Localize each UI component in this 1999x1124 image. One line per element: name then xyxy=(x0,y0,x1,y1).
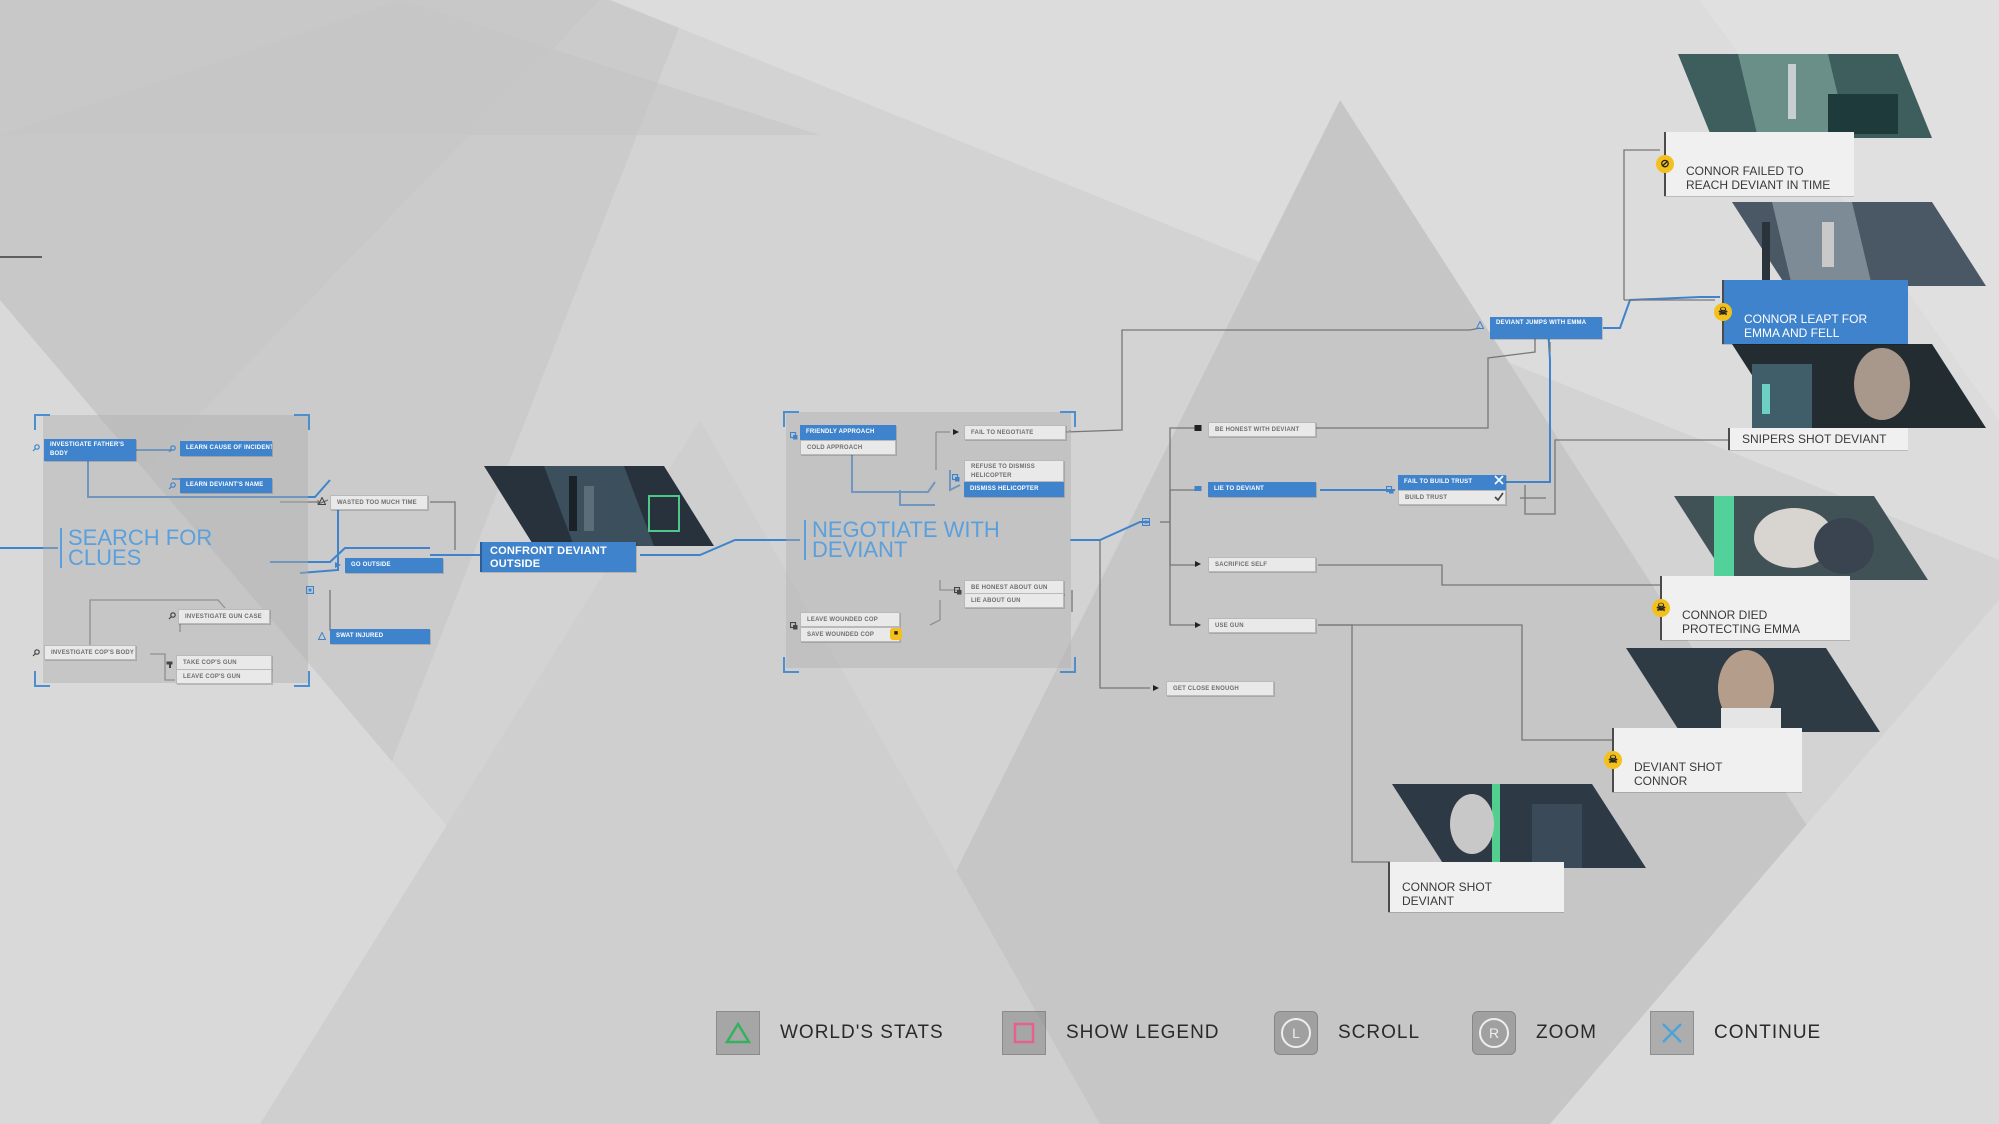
right-stick-icon: R xyxy=(1472,1011,1516,1055)
ending-connor-died[interactable]: ☠ CONNOR DIED PROTECTING EMMA xyxy=(1652,576,1850,640)
ending-deviant-shot-connor[interactable]: ☠ DEVIANT SHOT CONNOR xyxy=(1604,728,1802,792)
node-learn-deviants-name[interactable]: LEARN DEVIANT'S NAME xyxy=(180,478,272,493)
node-save-wounded-cop[interactable]: SAVE WOUNDED COP xyxy=(800,627,900,642)
skull-icon: ☠ xyxy=(1652,599,1670,617)
node-learn-cause-of-incident[interactable]: LEARN CAUSE OF INCIDENT xyxy=(180,441,272,456)
speech-icon xyxy=(1194,486,1202,491)
left-edge-marker xyxy=(0,256,42,258)
square-node-icon xyxy=(1386,486,1394,494)
thumbnail-connor-leapt xyxy=(1732,202,1986,286)
cross-button-icon xyxy=(1650,1011,1694,1055)
gun-icon xyxy=(166,661,173,668)
check-icon xyxy=(1494,492,1504,502)
bracket xyxy=(34,414,50,430)
cop-icon xyxy=(790,622,798,630)
node-confront-deviant-outside[interactable]: CONFRONT DEVIANT OUTSIDE xyxy=(480,542,636,572)
left-stick-icon: L xyxy=(1274,1011,1318,1055)
node-fail-to-negotiate[interactable]: FAIL TO NEGOTIATE xyxy=(964,425,1066,440)
prompt-zoom[interactable]: R ZOOM xyxy=(1472,1008,1597,1058)
lock-icon: ■ xyxy=(890,628,902,640)
thumbnail-deviant-shot-connor xyxy=(1626,648,1880,732)
bracket xyxy=(294,671,310,687)
thumbnail-connor-failed xyxy=(1678,54,1932,138)
square-node-icon xyxy=(1194,425,1202,431)
ending-connor-leapt[interactable]: ☠ CONNOR LEAPT FOR EMMA AND FELL xyxy=(1714,280,1908,344)
node-investigate-fathers-body[interactable]: INVESTIGATE FATHER'S BODY xyxy=(44,439,136,461)
node-build-trust[interactable]: BUILD TRUST xyxy=(1398,490,1506,505)
no-entry-icon: ⊘ xyxy=(1656,155,1674,173)
magnifier-icon xyxy=(32,649,40,657)
prompt-worlds-stats[interactable]: WORLD'S STATS xyxy=(716,1008,944,1058)
node-lie-to-deviant[interactable]: LIE TO DEVIANT xyxy=(1208,482,1316,497)
arrow-right-icon xyxy=(335,562,341,568)
ending-connor-shot-deviant[interactable]: CONNOR SHOT DEVIANT xyxy=(1388,862,1564,912)
node-swat-injured[interactable]: SWAT INJURED xyxy=(330,629,430,644)
arrow-right-icon xyxy=(953,429,959,435)
bracket xyxy=(783,657,799,673)
node-cold-approach[interactable]: COLD APPROACH xyxy=(800,440,896,455)
helicopter-icon xyxy=(952,474,960,482)
ending-snipers-shot[interactable]: SNIPERS SHOT DEVIANT xyxy=(1728,428,1908,450)
triangle-icon xyxy=(1476,321,1484,329)
triangle-warning-icon xyxy=(318,497,326,505)
node-take-cops-gun[interactable]: TAKE COP'S GUN xyxy=(176,655,272,670)
node-be-honest-with-deviant[interactable]: BE HONEST WITH DEVIANT xyxy=(1208,422,1316,437)
node-sacrifice-self[interactable]: SACRIFICE SELF xyxy=(1208,557,1316,572)
thumbnail-confront-deviant xyxy=(484,466,714,546)
node-leave-wounded-cop[interactable]: LEAVE WOUNDED COP xyxy=(800,612,900,627)
prompt-scroll[interactable]: L SCROLL xyxy=(1274,1008,1420,1058)
node-investigate-cops-body[interactable]: INVESTIGATE COP'S BODY xyxy=(44,645,136,660)
magnifier-icon xyxy=(168,445,176,453)
handshake-icon xyxy=(790,432,798,440)
triangle-warning-icon xyxy=(318,632,326,640)
bracket xyxy=(783,411,799,427)
square-node-icon xyxy=(1142,518,1150,526)
ending-connor-failed[interactable]: ⊘ CONNOR FAILED TO REACH DEVIANT IN TIME xyxy=(1656,132,1854,196)
close-icon xyxy=(1494,475,1504,485)
node-refuse-to-dismiss-helicopter[interactable]: REFUSE TO DISMISS HELICOPTER xyxy=(964,460,1064,482)
node-investigate-gun-case[interactable]: INVESTIGATE GUN CASE xyxy=(178,609,270,624)
right-stick-glyph: R xyxy=(1479,1018,1509,1048)
section-title-search-for-clues[interactable]: SEARCH FOR CLUES xyxy=(60,527,258,569)
triangle-button-icon xyxy=(716,1011,760,1055)
skull-icon: ☠ xyxy=(1604,751,1622,769)
node-wasted-too-much-time[interactable]: WASTED TOO MUCH TIME xyxy=(330,495,428,510)
thumbnail-connor-died xyxy=(1674,496,1928,580)
left-stick-glyph: L xyxy=(1281,1018,1311,1048)
section-title-negotiate-with-deviant[interactable]: NEGOTIATE WITH DEVIANT xyxy=(804,519,1052,561)
node-get-close-enough[interactable]: GET CLOSE ENOUGH xyxy=(1166,681,1274,696)
magnifier-icon xyxy=(168,612,176,620)
square-node-icon xyxy=(306,586,314,594)
arrow-right-icon xyxy=(1153,685,1159,691)
magnifier-icon xyxy=(168,482,176,490)
node-friendly-approach[interactable]: FRIENDLY APPROACH xyxy=(800,425,896,440)
bracket xyxy=(34,671,50,687)
magnifier-icon xyxy=(32,444,40,452)
bracket xyxy=(1060,657,1076,673)
node-deviant-jumps-with-emma[interactable]: DEVIANT JUMPS WITH EMMA xyxy=(1490,317,1602,339)
prompt-show-legend[interactable]: SHOW LEGEND xyxy=(1002,1008,1220,1058)
node-dismiss-helicopter[interactable]: DISMISS HELICOPTER xyxy=(964,482,1064,497)
prompt-continue[interactable]: CONTINUE xyxy=(1650,1008,1821,1058)
node-go-outside[interactable]: GO OUTSIDE xyxy=(345,558,443,573)
square-button-icon xyxy=(1002,1011,1046,1055)
node-fail-to-build-trust[interactable]: FAIL TO BUILD TRUST xyxy=(1398,475,1506,490)
arrow-right-icon xyxy=(1195,561,1201,567)
skull-icon: ☠ xyxy=(1714,303,1732,321)
node-use-gun[interactable]: USE GUN xyxy=(1208,618,1316,633)
arrow-right-icon xyxy=(1195,622,1201,628)
thumbnail-snipers-shot xyxy=(1732,344,1986,428)
thumbnail-connor-shot-deviant xyxy=(1392,784,1646,868)
gun-icon xyxy=(954,587,962,595)
bracket xyxy=(294,414,310,430)
node-lie-about-gun[interactable]: LIE ABOUT GUN xyxy=(964,593,1064,608)
node-leave-cops-gun[interactable]: LEAVE COP'S GUN xyxy=(176,669,272,684)
bracket xyxy=(1060,411,1076,427)
